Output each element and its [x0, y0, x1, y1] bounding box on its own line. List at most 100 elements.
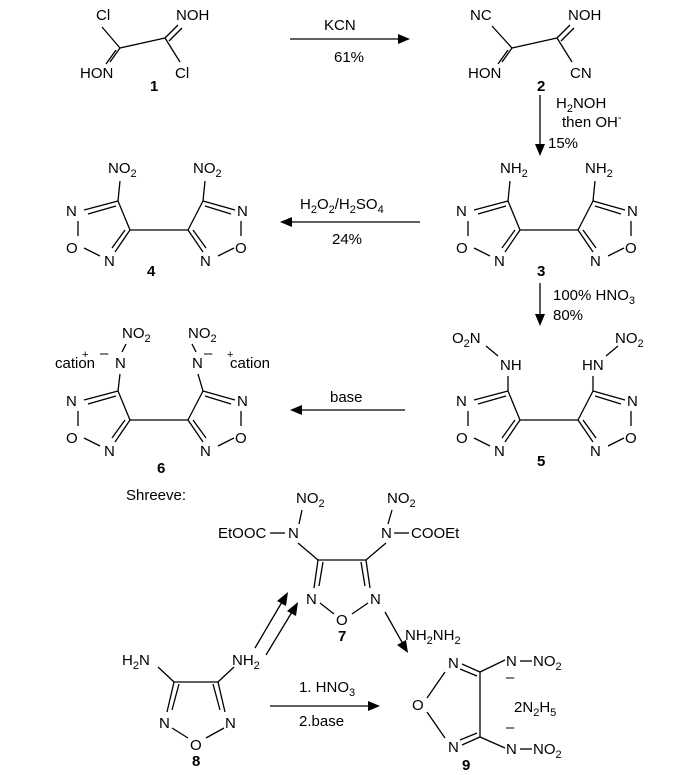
c6-bond: [192, 419, 207, 439]
c9-n-bottom: N: [506, 741, 517, 758]
c7-n-left: N: [288, 525, 299, 542]
c7-no2-left: NO2: [296, 490, 325, 510]
c1-cl-top: Cl: [96, 7, 110, 24]
c6-minus-left: –: [100, 345, 109, 362]
arrow-shaft: [265, 611, 293, 656]
c6-bond: [83, 437, 101, 447]
c6-bond: [187, 390, 204, 421]
c7-cooet: COOEt: [411, 525, 460, 542]
reaction-arrow-kcn: KCN 61%: [290, 17, 410, 66]
c7-bond: [360, 561, 366, 587]
reaction-arrows-8-to-7: [254, 592, 298, 656]
ring-atom-n: N: [200, 253, 211, 270]
c6-plus-left: +: [82, 349, 88, 361]
ring-atom-n: N: [104, 443, 115, 460]
c5-bond: [477, 395, 507, 405]
ring-atom-o: O: [412, 697, 424, 714]
c9-salt: 2N2H5: [514, 699, 556, 719]
c5-bond: [605, 345, 619, 357]
reagent-label: NH2NH2: [405, 627, 461, 647]
ring-atom-n: N: [66, 393, 77, 410]
c7-bond: [313, 559, 319, 589]
ring-atom-o: O: [625, 240, 637, 257]
c7-bond: [298, 509, 303, 525]
c2-nc-top: NC: [470, 7, 492, 24]
ring-atom-n: N: [590, 253, 601, 270]
c7-bond: [365, 559, 371, 589]
reagent-label: base: [330, 389, 363, 406]
ring-atom-n: N: [370, 591, 381, 608]
c3-bond: [592, 200, 626, 211]
ring-atom-o: O: [336, 612, 348, 629]
ring-atom-n: N: [159, 715, 170, 732]
arrow-head: [535, 144, 545, 156]
c3-bond: [501, 229, 516, 249]
c3-bond: [594, 205, 622, 215]
arrow-head: [397, 640, 408, 653]
reaction-arrow-hydrazine: NH2NH2: [384, 611, 461, 653]
compound-6: NO2 NO2 cation + – N N – + cation N O N: [55, 325, 270, 477]
c3-nh2-left: NH2: [500, 160, 528, 180]
c5-bond: [577, 390, 594, 421]
ring-atom-o: O: [190, 737, 202, 754]
c9-minus-top: –: [506, 669, 515, 686]
c7-no2-right: NO2: [387, 490, 416, 510]
ring-atom-n: N: [494, 443, 505, 460]
c1-hon-bottom: HON: [80, 65, 113, 82]
c6-bond: [87, 395, 117, 405]
c8-nh2-right: NH2: [232, 652, 260, 672]
c4-bond: [204, 205, 232, 215]
c7-bond: [351, 602, 369, 615]
reagent-line2: 2.base: [299, 713, 344, 730]
c9-bond: [479, 736, 506, 749]
c2-bond: [501, 47, 513, 63]
c5-no2-right: NO2: [615, 330, 644, 350]
c2-bond: [491, 25, 513, 49]
ring-atom-o: O: [456, 240, 468, 257]
reaction-arrow-nitric: 100% HNO3 80%: [535, 283, 635, 326]
c6-bond: [111, 419, 126, 439]
ring-atom-n: N: [225, 715, 236, 732]
c4-no2-left: NO2: [108, 160, 137, 180]
c7-bond: [365, 542, 387, 561]
c5-nh-left: NH: [500, 357, 522, 374]
ring-atom-o: O: [235, 240, 247, 257]
ring-atom-n: N: [448, 739, 459, 756]
c9-bond: [461, 663, 481, 673]
c2-bond: [556, 37, 573, 63]
c9-bond: [461, 736, 481, 746]
c3-bond: [592, 180, 596, 202]
c4-bond: [114, 229, 131, 253]
ring-atom-n: N: [590, 443, 601, 460]
c7-bond: [297, 542, 319, 561]
ring-atom-o: O: [66, 430, 78, 447]
c9-n-top: N: [506, 653, 517, 670]
arrow-head: [535, 314, 545, 326]
c6-bond: [117, 390, 131, 421]
c2-bond: [511, 37, 558, 49]
c3-bond: [477, 205, 507, 215]
compound-3: NH2 NH2 N O N N O N 3: [456, 160, 638, 280]
ring-atom-n: N: [456, 393, 467, 410]
reaction-arrow-nitration: 1. HNO3 2.base: [270, 679, 380, 730]
ring-atom-n: N: [200, 443, 211, 460]
c8-bond: [217, 666, 235, 683]
c1-bond: [164, 37, 181, 63]
arrow-head: [398, 34, 410, 44]
c3-bond: [507, 200, 521, 231]
c4-bond: [202, 200, 236, 211]
reagent-yield: 24%: [332, 231, 362, 248]
c8-bond: [217, 681, 226, 713]
c9-no2-bottom: NO2: [533, 741, 562, 761]
c1-bond: [101, 26, 121, 49]
c4-bond: [87, 205, 117, 215]
c5-bond: [504, 419, 521, 443]
shreeve-label: Shreeve:: [126, 487, 186, 504]
reagent-yield: 15%: [548, 135, 578, 152]
c1-bond: [105, 49, 117, 65]
ring-atom-n: N: [494, 253, 505, 270]
c6-bond: [204, 395, 232, 405]
c8-bond: [205, 727, 225, 739]
c2-bond: [560, 27, 575, 42]
